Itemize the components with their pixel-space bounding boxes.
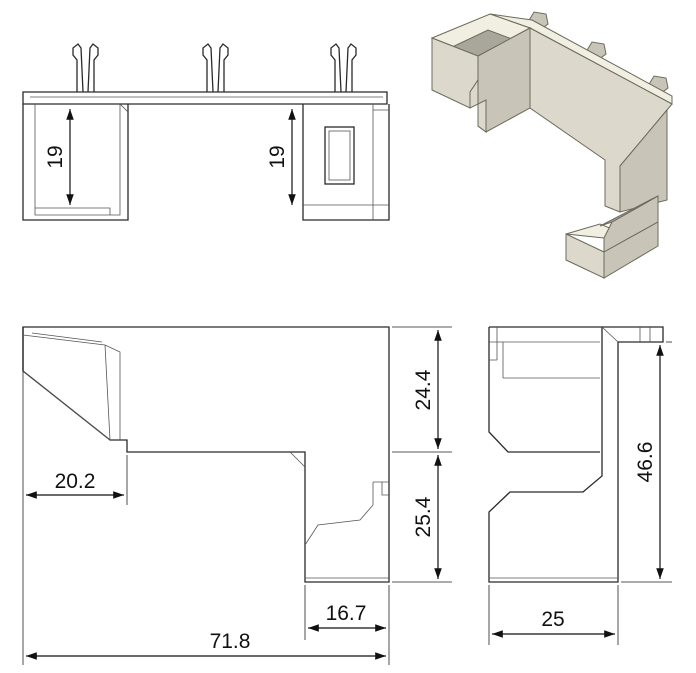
snap-clip (330, 43, 357, 93)
snap-clip (202, 43, 229, 93)
dimension-label: 20.2 (55, 470, 96, 493)
dimension-side-height: 46.6 (621, 341, 672, 583)
dimension-front-total: 71.8 (25, 630, 386, 660)
dimension-front-foot: 16.7 (304, 585, 390, 665)
dimension-label: 24.4 (412, 369, 435, 410)
dimension-label: 16.7 (326, 602, 367, 625)
dimension-label: 46.6 (634, 442, 657, 483)
top-view (22, 43, 390, 221)
dimension-top-right: 19 (266, 109, 296, 205)
dimension-front-lower: 25.4 (392, 455, 452, 583)
dimension-label: 71.8 (210, 630, 251, 653)
dimension-front-upper: 24.4 (392, 326, 452, 453)
snap-clip (72, 43, 99, 93)
isometric-view (430, 11, 673, 279)
dimension-side-depth: 25 (488, 585, 619, 645)
dimension-front-overhang: 20.2 (22, 371, 128, 665)
dimension-label: 25 (541, 608, 564, 631)
dimension-label: 19 (44, 145, 67, 168)
dimension-top-left: 19 (44, 109, 74, 205)
dimension-label: 19 (266, 145, 289, 168)
front-view (22, 326, 390, 583)
side-view (488, 326, 664, 583)
dimension-label: 25.4 (412, 496, 435, 537)
